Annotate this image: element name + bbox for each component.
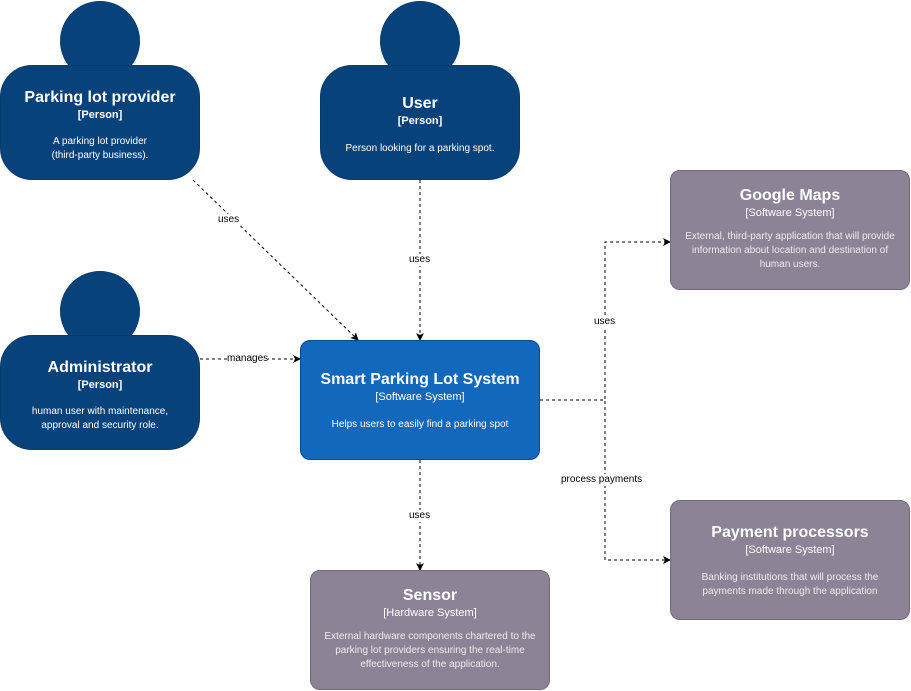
edge-label-process-payments: process payments xyxy=(561,474,643,486)
edge-provider-to-system xyxy=(192,179,359,341)
node-description: Banking institutions that will process t… xyxy=(701,572,879,597)
node-kind: [Software System] xyxy=(745,544,835,556)
node-kind: [Hardware System] xyxy=(383,607,477,619)
smart-parking-lot-system-node[interactable]: Smart Parking Lot System [Software Syste… xyxy=(300,340,540,460)
node-kind: [Person] xyxy=(397,115,443,127)
edge-label-sensor-uses: uses xyxy=(409,510,431,522)
node-description: Helps users to easily find a parking spo… xyxy=(331,419,509,430)
administrator-node[interactable]: Administrator [Person] human user with m… xyxy=(0,335,200,450)
sensor-node[interactable]: Sensor [Hardware System] External hardwa… xyxy=(310,570,550,690)
node-kind: [Software System] xyxy=(375,391,465,403)
google-maps-node[interactable]: Google Maps [Software System] External, … xyxy=(670,170,910,290)
node-title: Smart Parking Lot System xyxy=(320,371,520,388)
node-title: Google Maps xyxy=(739,187,841,204)
node-description: External, third-party application that w… xyxy=(685,231,895,270)
node-description: A parking lot provider (third-party busi… xyxy=(51,136,149,161)
parking-lot-provider-node[interactable]: Parking lot provider [Person] A parking … xyxy=(0,65,200,180)
node-kind: [Software System] xyxy=(745,207,835,219)
edge-label-maps-uses: uses xyxy=(594,316,616,328)
edge-label-user-uses: uses xyxy=(409,254,431,266)
node-description: External hardware components chartered t… xyxy=(324,631,536,670)
node-title: Payment processors xyxy=(711,524,869,541)
node-title: User xyxy=(402,95,438,112)
node-kind: [Person] xyxy=(77,379,123,391)
edge-label-admin-manages: manages xyxy=(227,353,269,365)
node-description: human user with maintenance, approval an… xyxy=(31,406,169,431)
edge-label-provider-uses: uses xyxy=(218,214,240,226)
node-title: Sensor xyxy=(402,587,458,604)
node-title: Parking lot provider xyxy=(24,89,176,106)
node-description: Person looking for a parking spot. xyxy=(345,143,495,154)
user-node[interactable]: User [Person] Person looking for a parki… xyxy=(320,65,520,180)
node-title: Administrator xyxy=(47,359,153,376)
payment-processors-node[interactable]: Payment processors [Software System] Ban… xyxy=(670,500,910,620)
node-kind: [Person] xyxy=(77,109,123,121)
